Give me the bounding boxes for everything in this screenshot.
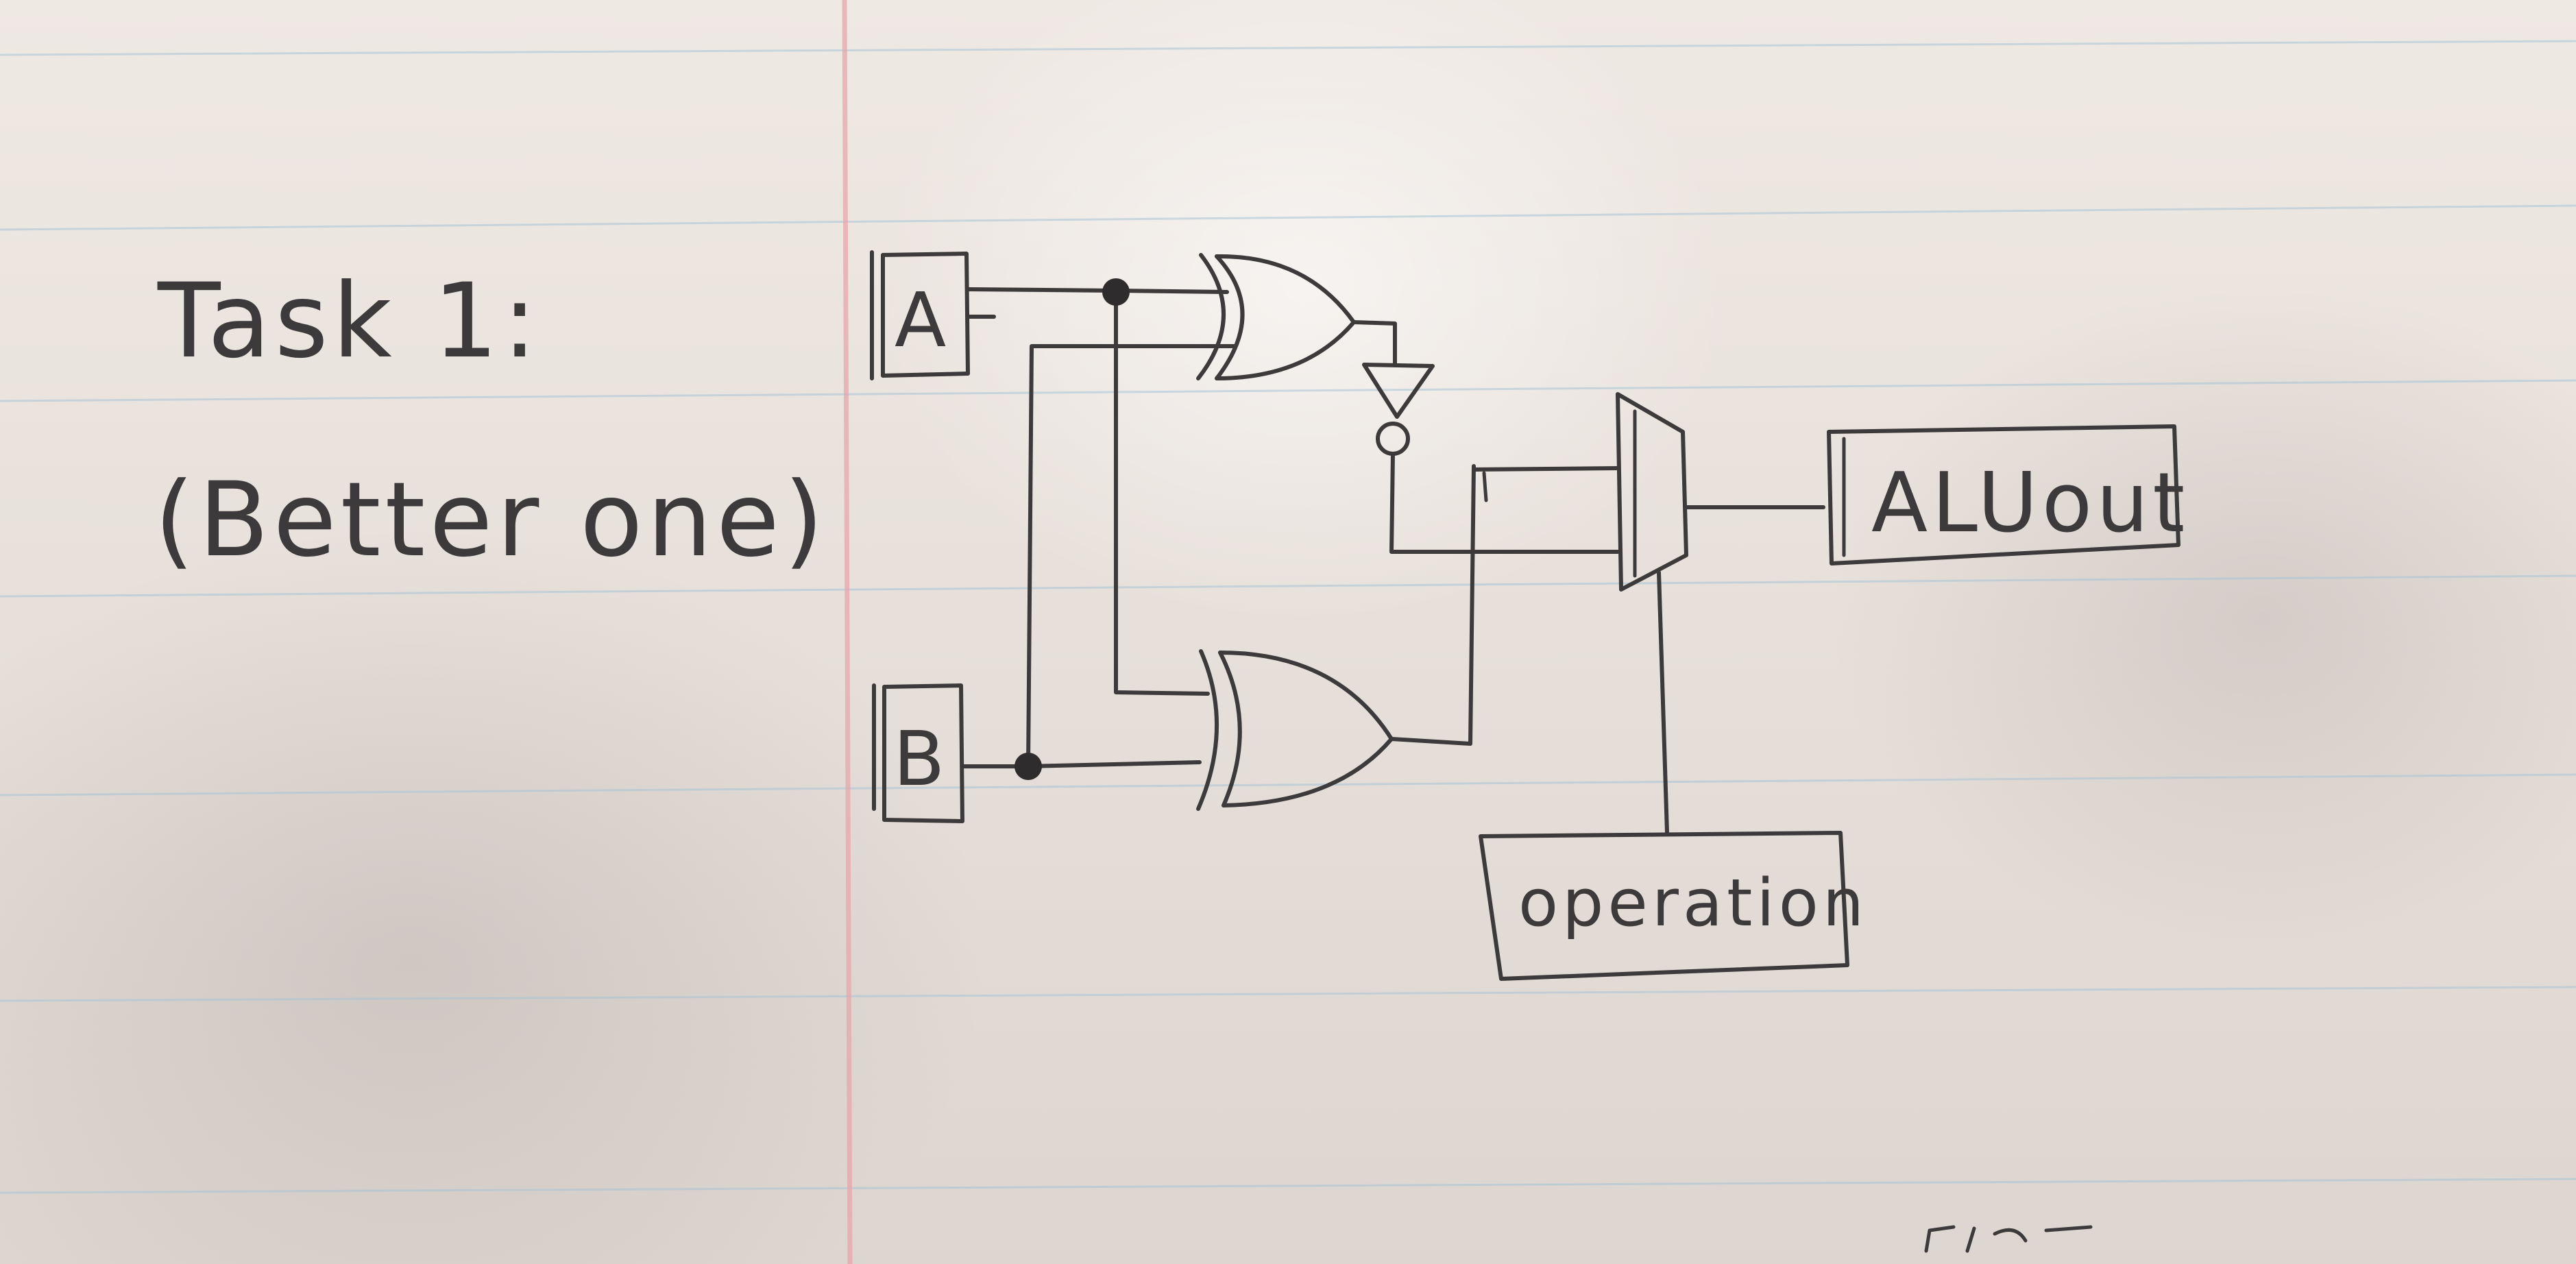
junction-dot-b bbox=[1014, 753, 1042, 780]
junction-dot-a bbox=[1102, 278, 1130, 306]
cropped-scribble bbox=[1924, 1225, 2093, 1253]
input-a-box: A bbox=[870, 250, 970, 380]
margin-line bbox=[842, 0, 853, 1264]
input-b-label: B bbox=[893, 715, 949, 803]
task-title: Task 1: bbox=[157, 262, 541, 381]
operation-label: operation bbox=[1518, 866, 1868, 941]
wires-b bbox=[960, 344, 1236, 780]
aluout-label: ALUout bbox=[1871, 456, 2189, 551]
mux bbox=[1616, 392, 1688, 592]
input-a-label: A bbox=[895, 276, 950, 364]
xor-gate bbox=[1196, 253, 1356, 380]
mux-input-top-wire bbox=[1472, 466, 1620, 472]
task-subtitle: (Better one) bbox=[154, 461, 828, 580]
wires-a bbox=[966, 278, 1229, 696]
operation-box: operation bbox=[1479, 831, 1868, 981]
notebook-rules bbox=[0, 40, 2576, 1194]
input-b-box: B bbox=[872, 683, 964, 823]
control-wire bbox=[1657, 570, 1669, 835]
or-gate bbox=[1196, 464, 1488, 811]
not-bubble bbox=[1376, 422, 1410, 456]
not-gate bbox=[1352, 320, 1620, 554]
aluout-box: ALUout bbox=[1827, 424, 2189, 566]
